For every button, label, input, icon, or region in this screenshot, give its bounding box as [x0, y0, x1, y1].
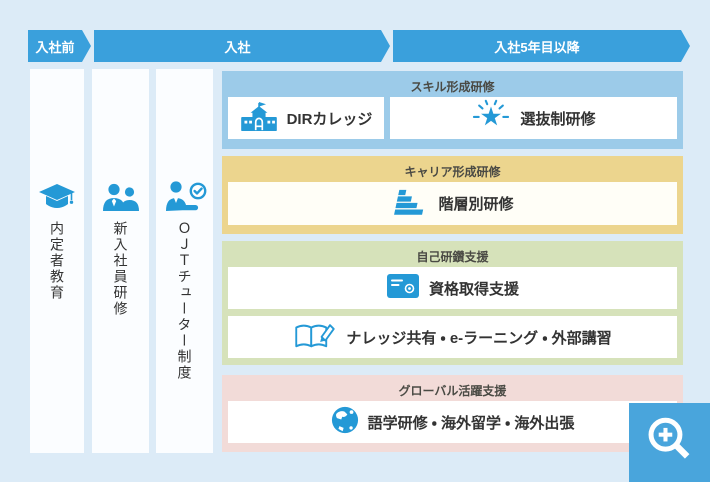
school-icon	[240, 101, 278, 135]
section-title: スキル形成研修	[410, 80, 495, 94]
card-label: ナレッジ共有 ・ e-ラーニング ・ 外部講習	[346, 329, 612, 347]
column-label: 新入社員研修	[112, 221, 129, 317]
timeline-stage-label: 入社前	[35, 39, 75, 55]
timeline-stage-before-joining: 入社前	[28, 30, 91, 62]
card-label: 選抜制研修	[520, 110, 596, 128]
card-knowledge-elearning: ナレッジ共有 ・ e-ラーニング ・ 外部講習	[228, 316, 677, 358]
card-selective-training: 選抜制研修	[390, 97, 677, 139]
globe-icon	[331, 406, 359, 438]
section-title: キャリア形成研修	[404, 165, 501, 179]
card-label: 資格取得支援	[428, 280, 519, 298]
graduation-cap-icon	[38, 179, 76, 211]
training-sections: スキル形成研修	[222, 71, 683, 452]
timeline-stage-label: 入社5年目以降	[494, 39, 580, 55]
stairs-icon	[391, 188, 429, 220]
section-title: 自己研鑽支援	[416, 250, 489, 264]
section-career-training: キャリア形成研修 階層別研修	[222, 156, 683, 234]
star-burst-icon	[471, 98, 511, 138]
card-level-based-training: 階層別研修	[228, 182, 677, 225]
card-dir-college: DIRカレッジ	[228, 97, 384, 139]
card-qualification-support: 資格取得支援	[228, 267, 677, 309]
section-title: グローバル活躍支援	[398, 384, 507, 398]
timeline-stage-year5-plus: 入社5年目以降	[393, 30, 690, 62]
card-label: 階層別研修	[438, 196, 514, 213]
column-pre-hire-education: 内定者教育	[30, 69, 84, 453]
timeline-stage-label: 入社	[224, 39, 251, 55]
section-self-development: 自己研鑽支援 資格取得支援	[222, 241, 683, 365]
zoom-in-button[interactable]	[629, 403, 710, 482]
card-language-overseas: 語学研修 ・ 海外留学 ・ 海外出張	[228, 401, 677, 443]
section-global-support: グローバル活躍支援 語学研修 ・ 海外留学 ・ 海外出張	[222, 375, 683, 452]
column-label: ＯＪＴチューター制度	[176, 221, 193, 381]
column-ojt-tutor-system: ＯＪＴチューター制度	[156, 69, 213, 453]
magnifier-plus-icon	[642, 413, 698, 472]
card-label: DIRカレッジ	[286, 110, 373, 128]
book-pencil-icon	[293, 320, 337, 354]
section-skill-training: スキル形成研修	[222, 71, 683, 149]
tutor-check-icon	[163, 179, 207, 211]
timeline-stage-joining: 入社	[94, 30, 390, 62]
card-label: 語学研修 ・ 海外留学 ・ 海外出張	[367, 414, 575, 432]
two-people-icon	[101, 179, 141, 211]
certificate-screen-icon	[386, 273, 420, 303]
column-label: 内定者教育	[49, 221, 65, 301]
column-new-employee-training: 新入社員研修	[92, 69, 149, 453]
